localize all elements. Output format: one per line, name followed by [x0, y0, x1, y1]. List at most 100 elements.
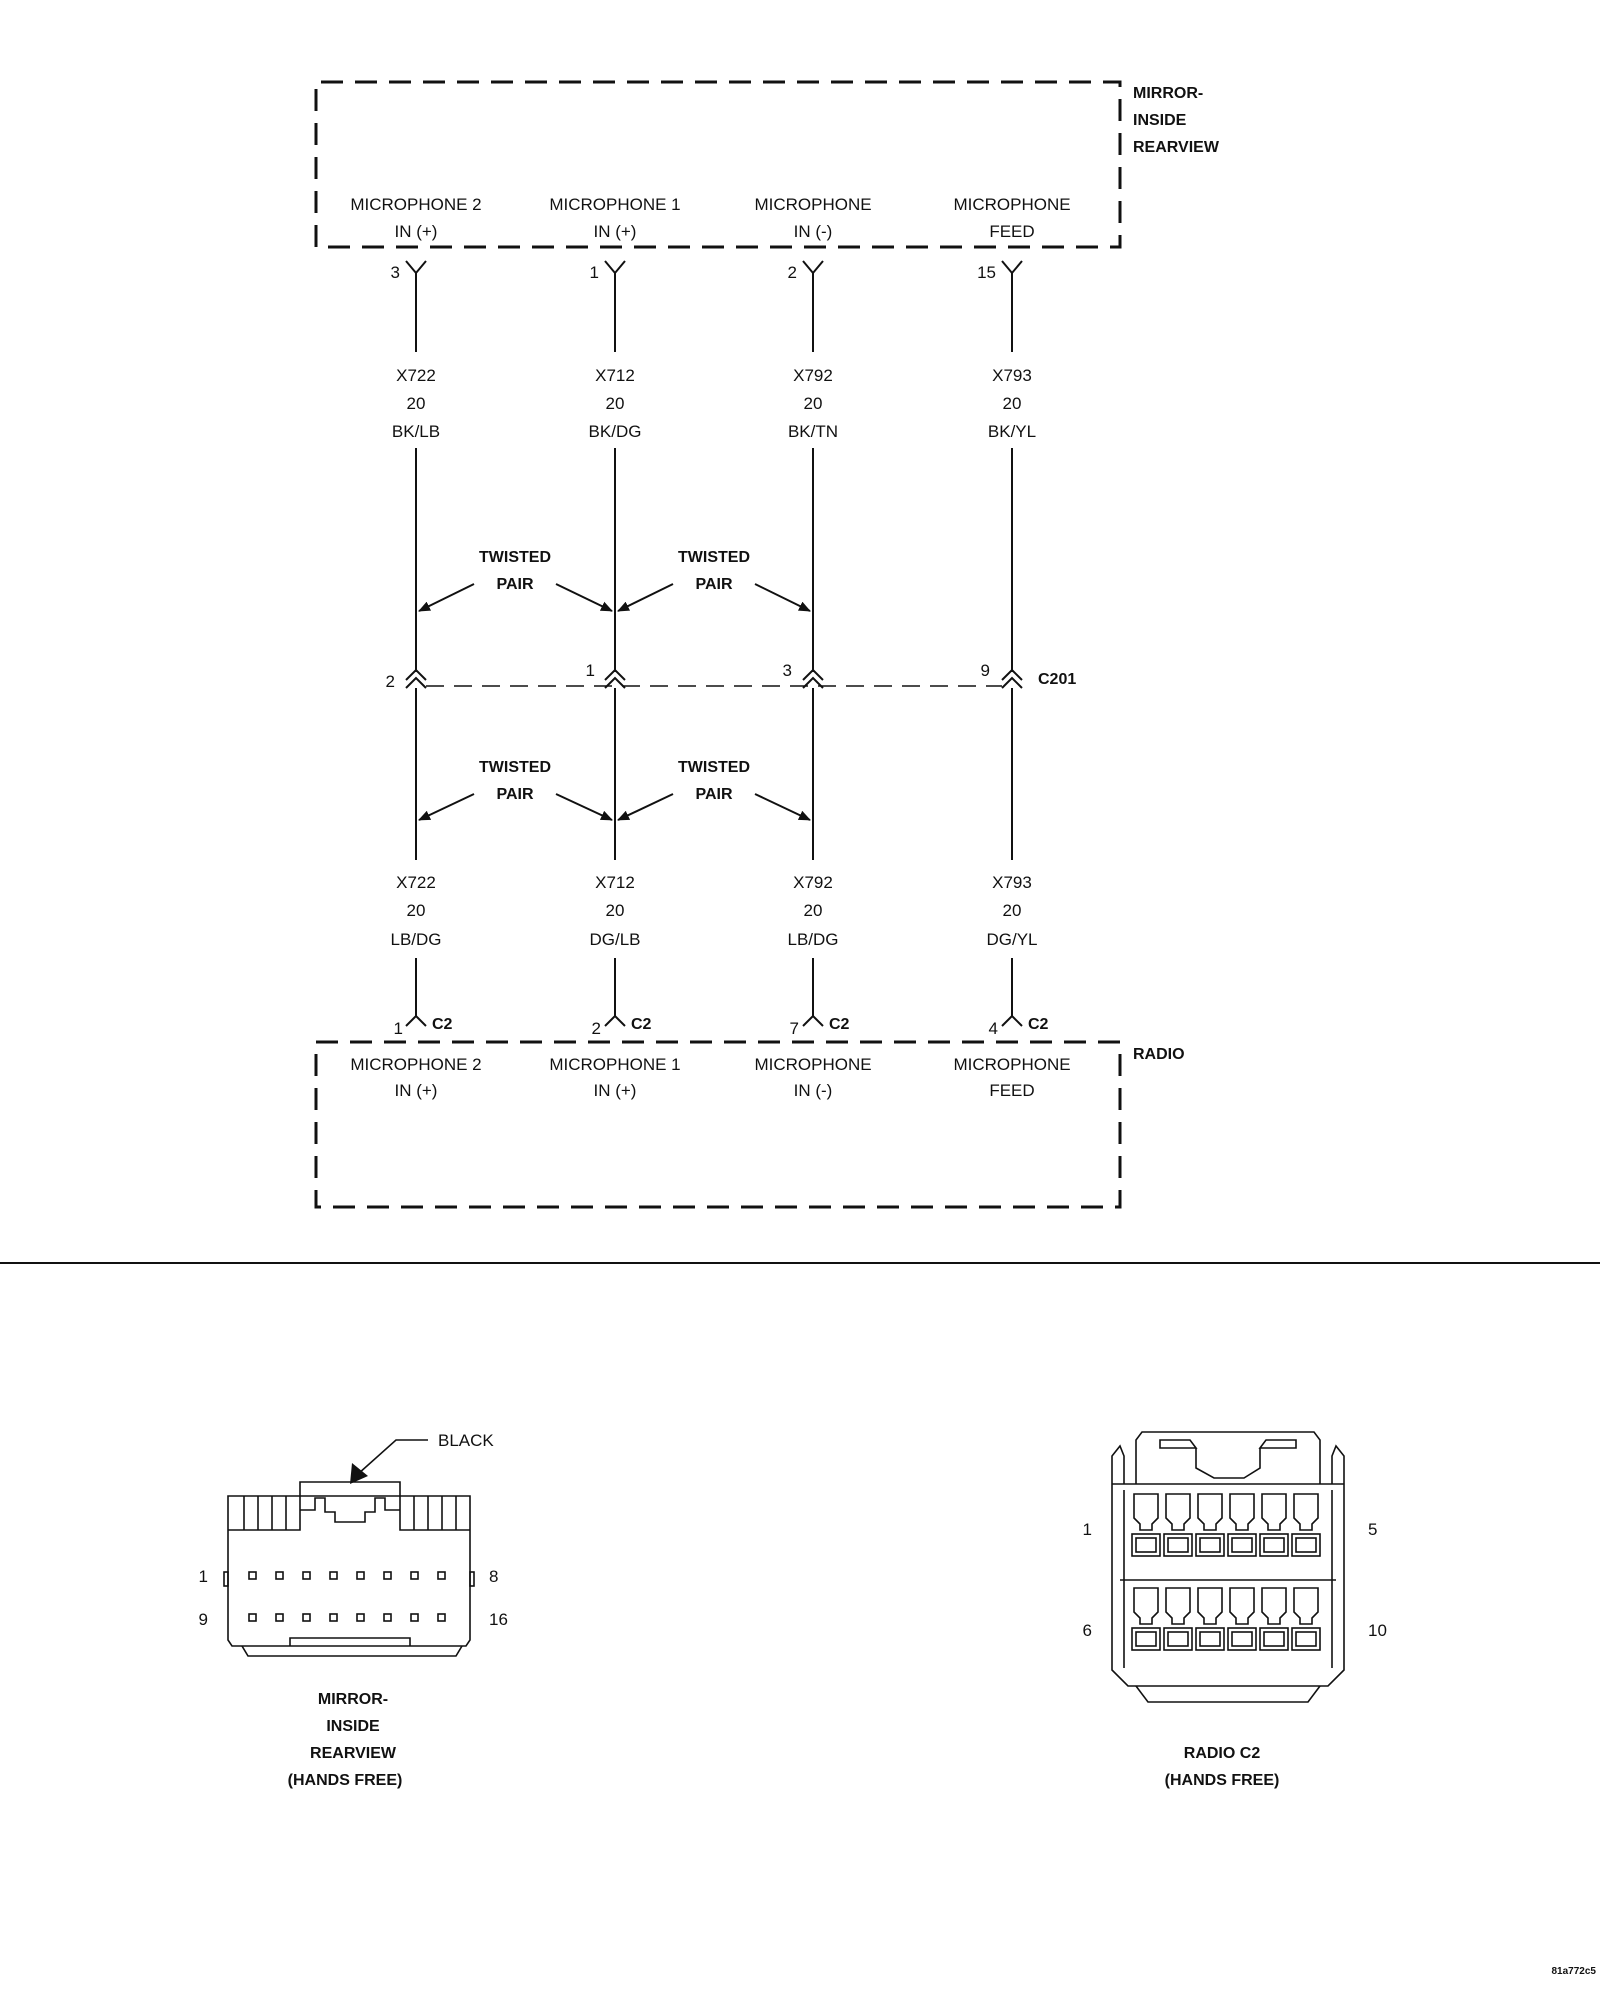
svg-text:9: 9 [981, 661, 990, 680]
svg-text:MICROPHONE: MICROPHONE [754, 1055, 871, 1074]
radio-c2-connector-view: 1 5 6 10 RADIO C2 (HANDS FREE) [1083, 1431, 1387, 1789]
svg-text:20: 20 [804, 394, 823, 413]
svg-text:LB/DG: LB/DG [787, 930, 838, 949]
svg-text:20: 20 [1003, 901, 1022, 920]
upper-wires [415, 273, 1013, 672]
svg-text:2: 2 [592, 1019, 601, 1038]
c201-inline-connector: 2 1 3 9 C201 [386, 661, 1077, 691]
svg-text:X712: X712 [595, 366, 635, 385]
svg-text:20: 20 [407, 394, 426, 413]
svg-text:PAIR: PAIR [496, 576, 533, 593]
svg-text:8: 8 [489, 1567, 498, 1586]
svg-text:1: 1 [394, 1019, 403, 1038]
svg-text:PAIR: PAIR [695, 786, 732, 803]
svg-text:REARVIEW: REARVIEW [310, 1745, 397, 1762]
radio-connector-caption: RADIO C2 (HANDS FREE) [1165, 1745, 1280, 1789]
svg-text:6: 6 [1083, 1621, 1092, 1640]
svg-text:(HANDS FREE): (HANDS FREE) [288, 1772, 403, 1789]
svg-text:IN (-): IN (-) [794, 222, 833, 241]
svg-text:PAIR: PAIR [496, 786, 533, 803]
svg-text:10: 10 [1368, 1621, 1387, 1640]
lower-wire-labels: X722 20 LB/DG X712 20 DG/LB X792 20 LB/D… [390, 873, 1037, 949]
svg-text:IN (+): IN (+) [395, 222, 438, 241]
mirror-connector-caption: MIRROR- INSIDE REARVIEW (HANDS FREE) [288, 1691, 403, 1789]
svg-text:2: 2 [386, 672, 395, 691]
svg-text:MIRROR-: MIRROR- [318, 1691, 388, 1708]
svg-text:BK/YL: BK/YL [988, 422, 1036, 441]
svg-text:TWISTED: TWISTED [479, 759, 551, 776]
mirror-module-title: MIRROR- INSIDE REARVIEW [1133, 85, 1220, 156]
svg-text:1: 1 [1083, 1520, 1092, 1539]
svg-text:FEED: FEED [989, 222, 1034, 241]
svg-text:7: 7 [790, 1019, 799, 1038]
svg-text:MICROPHONE: MICROPHONE [953, 195, 1070, 214]
svg-text:20: 20 [407, 901, 426, 920]
lower-wires [415, 688, 1013, 1016]
svg-text:MICROPHONE: MICROPHONE [953, 1055, 1070, 1074]
svg-text:IN (-): IN (-) [794, 1081, 833, 1100]
svg-text:X792: X792 [793, 873, 833, 892]
radio-module-box [314, 1040, 1122, 1209]
svg-text:TWISTED: TWISTED [479, 549, 551, 566]
svg-text:4: 4 [989, 1019, 998, 1038]
svg-text:MICROPHONE: MICROPHONE [754, 195, 871, 214]
svg-text:2: 2 [788, 263, 797, 282]
svg-text:16: 16 [489, 1610, 508, 1629]
svg-text:FEED: FEED [989, 1081, 1034, 1100]
svg-text:C2: C2 [829, 1016, 850, 1033]
svg-text:5: 5 [1368, 1520, 1377, 1539]
svg-text:MICROPHONE 2: MICROPHONE 2 [350, 195, 481, 214]
svg-text:C2: C2 [1028, 1016, 1049, 1033]
svg-text:DG/YL: DG/YL [986, 930, 1037, 949]
svg-text:20: 20 [606, 394, 625, 413]
svg-text:1: 1 [586, 661, 595, 680]
svg-text:BK/LB: BK/LB [392, 422, 440, 441]
svg-text:IN (+): IN (+) [594, 1081, 637, 1100]
svg-text:20: 20 [804, 901, 823, 920]
svg-text:MICROPHONE 1: MICROPHONE 1 [549, 1055, 680, 1074]
mirror-pin-cavities [248, 1571, 446, 1622]
svg-text:15: 15 [977, 263, 996, 282]
twisted-pair-lower-left: TWISTED PAIR [418, 759, 613, 821]
radio-module-title: RADIO [1133, 1046, 1185, 1063]
svg-text:TWISTED: TWISTED [678, 549, 750, 566]
svg-text:MIRROR-: MIRROR- [1133, 85, 1203, 102]
svg-text:LB/DG: LB/DG [390, 930, 441, 949]
svg-text:MICROPHONE 1: MICROPHONE 1 [549, 195, 680, 214]
svg-text:20: 20 [1003, 394, 1022, 413]
svg-text:BK/TN: BK/TN [788, 422, 838, 441]
svg-text:X712: X712 [595, 873, 635, 892]
svg-text:IN (+): IN (+) [395, 1081, 438, 1100]
figure-id: 81a772c5 [1552, 1966, 1597, 1977]
svg-text:REARVIEW: REARVIEW [1133, 139, 1220, 156]
svg-text:C201: C201 [1038, 671, 1076, 688]
svg-text:(HANDS FREE): (HANDS FREE) [1165, 1772, 1280, 1789]
svg-text:1: 1 [590, 263, 599, 282]
radio-c2-terminals [1131, 1493, 1321, 1651]
svg-text:20: 20 [606, 901, 625, 920]
color-callout: BLACK [438, 1431, 494, 1450]
svg-text:MICROPHONE 2: MICROPHONE 2 [350, 1055, 481, 1074]
twisted-pair-upper-right: TWISTED PAIR [617, 549, 811, 612]
svg-text:RADIO C2: RADIO C2 [1184, 1745, 1261, 1762]
twisted-pair-lower-right: TWISTED PAIR [617, 759, 811, 821]
svg-text:INSIDE: INSIDE [326, 1718, 380, 1735]
svg-text:C2: C2 [631, 1016, 652, 1033]
svg-text:X793: X793 [992, 366, 1032, 385]
svg-text:BK/DG: BK/DG [589, 422, 642, 441]
svg-text:1: 1 [199, 1567, 208, 1586]
svg-text:C2: C2 [432, 1016, 453, 1033]
svg-text:IN (+): IN (+) [594, 222, 637, 241]
svg-text:X793: X793 [992, 873, 1032, 892]
svg-text:3: 3 [391, 263, 400, 282]
mirror-connector-view: BLACK 1 8 9 16 MIRR [199, 1431, 508, 1789]
svg-text:X792: X792 [793, 366, 833, 385]
radio-connector-pins: 1 2 7 4 C2 C2 C2 C2 [394, 1014, 1049, 1038]
mirror-pin-labels: MICROPHONE 2 IN (+) MICROPHONE 1 IN (+) … [350, 195, 1070, 241]
twisted-pair-upper-left: TWISTED PAIR [418, 549, 613, 612]
svg-text:X722: X722 [396, 873, 436, 892]
svg-text:INSIDE: INSIDE [1133, 112, 1187, 129]
svg-text:TWISTED: TWISTED [678, 759, 750, 776]
svg-text:PAIR: PAIR [695, 576, 732, 593]
